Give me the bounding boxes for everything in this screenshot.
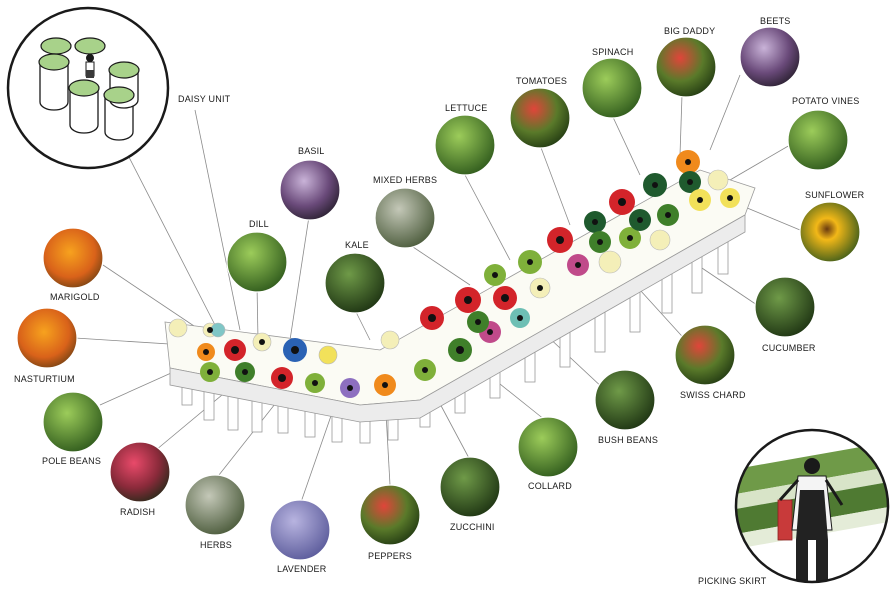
daisy-unit xyxy=(493,286,517,310)
tomatoes-photo xyxy=(510,88,570,148)
label-herbs: HERBS xyxy=(200,540,232,550)
collard-photo xyxy=(518,417,578,477)
label-zucchini: ZUCCHINI xyxy=(450,522,495,532)
daisy-unit xyxy=(599,251,621,273)
daisy-unit xyxy=(650,230,670,250)
herbs-photo xyxy=(185,475,245,535)
radish-photo xyxy=(110,442,170,502)
label-spinach: SPINACH xyxy=(592,47,633,57)
swiss-chard-photo xyxy=(675,325,735,385)
daisy-unit xyxy=(720,188,740,208)
label-radish: RADISH xyxy=(120,507,155,517)
daisy-unit-inset xyxy=(8,8,168,168)
lettuce-photo xyxy=(435,115,495,175)
daisy-unit xyxy=(283,338,307,362)
gardener-figure xyxy=(86,54,94,78)
daisy-unit xyxy=(374,374,396,396)
mixed-herbs-photo xyxy=(375,188,435,248)
daisy-unit xyxy=(584,211,606,233)
potato-vines-photo xyxy=(788,110,848,170)
daisy-unit xyxy=(708,170,728,190)
daisy-unit xyxy=(235,362,255,382)
label-lettuce: LETTUCE xyxy=(445,103,487,113)
basil-photo xyxy=(280,160,340,220)
daisy-unit xyxy=(224,339,246,361)
daisy-unit xyxy=(484,264,506,286)
label-nasturtium: NASTURTIUM xyxy=(14,374,75,384)
bush-beans-photo xyxy=(595,370,655,430)
daisy-unit xyxy=(305,373,325,393)
big-daddy-photo xyxy=(656,37,716,97)
daisy-unit xyxy=(567,254,589,276)
peppers-photo xyxy=(360,485,420,545)
nasturtium-photo xyxy=(17,308,77,368)
daisy-unit xyxy=(609,189,635,215)
daisy-unit xyxy=(203,323,225,337)
daisy-unit xyxy=(518,250,542,274)
label-collard: COLLARD xyxy=(528,481,572,491)
label-cucumber: CUCUMBER xyxy=(762,343,816,353)
kale-photo xyxy=(325,253,385,313)
spinach-photo xyxy=(582,58,642,118)
lavender-photo xyxy=(270,500,330,560)
daisy-unit xyxy=(271,367,293,389)
label-pole-beans: POLE BEANS xyxy=(42,456,101,466)
marigold-photo xyxy=(43,228,103,288)
daisy-unit xyxy=(643,173,667,197)
label-big-daddy: BIG DADDY xyxy=(664,26,715,36)
label-bush-beans: BUSH BEANS xyxy=(598,435,658,445)
daisy-unit xyxy=(676,150,700,174)
daisy-unit xyxy=(253,333,271,351)
daisy-unit xyxy=(629,209,651,231)
daisy-unit xyxy=(589,231,611,253)
label-kale: KALE xyxy=(345,240,369,250)
daisy-unit xyxy=(530,278,550,298)
beets-photo xyxy=(740,27,800,87)
daisy-unit xyxy=(414,359,436,381)
cucumber-photo xyxy=(755,277,815,337)
daisy-unit xyxy=(381,331,399,349)
label-mixed-herbs: MIXED HERBS xyxy=(373,175,437,185)
zucchini-photo xyxy=(440,457,500,517)
daisy-unit xyxy=(340,378,360,398)
daisy-unit xyxy=(319,346,337,364)
sunflower-photo xyxy=(800,202,860,262)
label-swiss-chard: SWISS CHARD xyxy=(680,390,746,400)
label-basil: BASIL xyxy=(298,146,325,156)
daisy-unit xyxy=(547,227,573,253)
dill-photo xyxy=(227,232,287,292)
daisy-unit xyxy=(420,306,444,330)
daisy-unit xyxy=(689,189,711,211)
label-lavender: LAVENDER xyxy=(277,564,327,574)
label-picking-skirt: PICKING SKIRT xyxy=(698,576,767,586)
label-marigold: MARIGOLD xyxy=(50,292,100,302)
label-dill: DILL xyxy=(249,219,269,229)
daisy-unit xyxy=(169,319,187,337)
label-peppers: PEPPERS xyxy=(368,551,412,561)
daisy-unit xyxy=(510,308,530,328)
label-sunflower: SUNFLOWER xyxy=(805,190,865,200)
daisy-unit xyxy=(467,311,489,333)
daisy-unit xyxy=(448,338,472,362)
label-tomatoes: TOMATOES xyxy=(516,76,567,86)
daisy-unit xyxy=(657,204,679,226)
daisy-unit xyxy=(197,343,215,361)
daisy-unit xyxy=(455,287,481,313)
daisy-unit xyxy=(200,362,220,382)
picking-skirt-inset xyxy=(730,430,891,589)
label-daisy-unit: DAISY UNIT xyxy=(178,94,231,104)
label-beets: BEETS xyxy=(760,16,791,26)
pole-beans-photo xyxy=(43,392,103,452)
label-potato-vines: POTATO VINES xyxy=(792,96,859,106)
